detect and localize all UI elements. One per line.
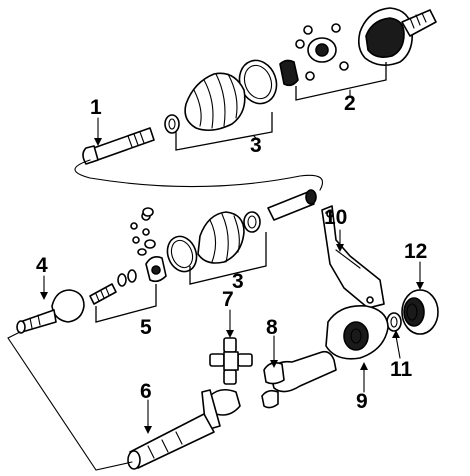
bracket-part-5 bbox=[95, 284, 157, 323]
half-shaft bbox=[82, 127, 155, 165]
pointer-part-8 bbox=[270, 335, 278, 368]
leader-curve-upper-to-lower bbox=[74, 159, 324, 191]
slip-yoke-tube bbox=[261, 350, 337, 409]
callout-3-upper: 3 bbox=[250, 134, 262, 157]
leader-line-joint-to-shaft bbox=[7, 331, 133, 471]
callout-4: 4 bbox=[36, 254, 48, 277]
callout-10: 10 bbox=[324, 206, 347, 229]
bracket-part-2 bbox=[295, 62, 387, 101]
pointer-part-9 bbox=[360, 362, 368, 393]
pointer-part-10 bbox=[336, 229, 344, 252]
universal-joint-cross bbox=[209, 337, 253, 385]
callout-9: 9 bbox=[356, 390, 368, 413]
callout-1: 1 bbox=[90, 96, 102, 119]
boot-clamp-ring bbox=[238, 59, 278, 105]
pointer-part-11 bbox=[392, 330, 401, 359]
callout-7: 7 bbox=[222, 288, 234, 311]
cv-boot-middle bbox=[197, 211, 245, 264]
cv-boot-upper bbox=[184, 72, 246, 132]
inner-stub-shaft bbox=[267, 189, 317, 221]
inner-race-and-cage bbox=[279, 23, 349, 87]
middle-clamp-ring bbox=[166, 235, 198, 273]
small-boot-clamp bbox=[164, 114, 180, 134]
pointer-part-1 bbox=[94, 117, 102, 146]
callout-12: 12 bbox=[404, 240, 427, 263]
pointer-part-12 bbox=[416, 261, 424, 290]
splined-intermediate-shaft bbox=[89, 283, 117, 305]
washer bbox=[386, 312, 402, 332]
tripod-spider bbox=[145, 256, 167, 283]
snap-ring-set bbox=[117, 269, 137, 287]
callout-5: 5 bbox=[140, 316, 152, 339]
pointer-part-6 bbox=[144, 399, 152, 434]
pointer-part-7 bbox=[226, 309, 234, 338]
pointer-part-3-upper bbox=[253, 135, 257, 139]
callout-6: 6 bbox=[140, 380, 152, 403]
pointer-part-4 bbox=[40, 275, 48, 300]
inner-cv-joint bbox=[16, 289, 85, 334]
callout-8: 8 bbox=[266, 316, 278, 339]
callout-3-lower: 3 bbox=[232, 270, 244, 293]
middle-small-clamp bbox=[243, 211, 261, 233]
bracket-part-3-upper bbox=[175, 112, 273, 151]
bearing-cover bbox=[401, 289, 439, 335]
drive-shaft-yoke bbox=[127, 388, 241, 470]
support-bracket bbox=[321, 205, 385, 309]
outer-cv-joint-housing bbox=[358, 7, 437, 66]
small-hardware-cluster bbox=[130, 207, 156, 256]
center-support-bearing bbox=[325, 305, 389, 360]
bracket-part-3-lower bbox=[189, 232, 267, 285]
callout-2: 2 bbox=[344, 92, 356, 115]
callout-11: 11 bbox=[390, 358, 413, 381]
